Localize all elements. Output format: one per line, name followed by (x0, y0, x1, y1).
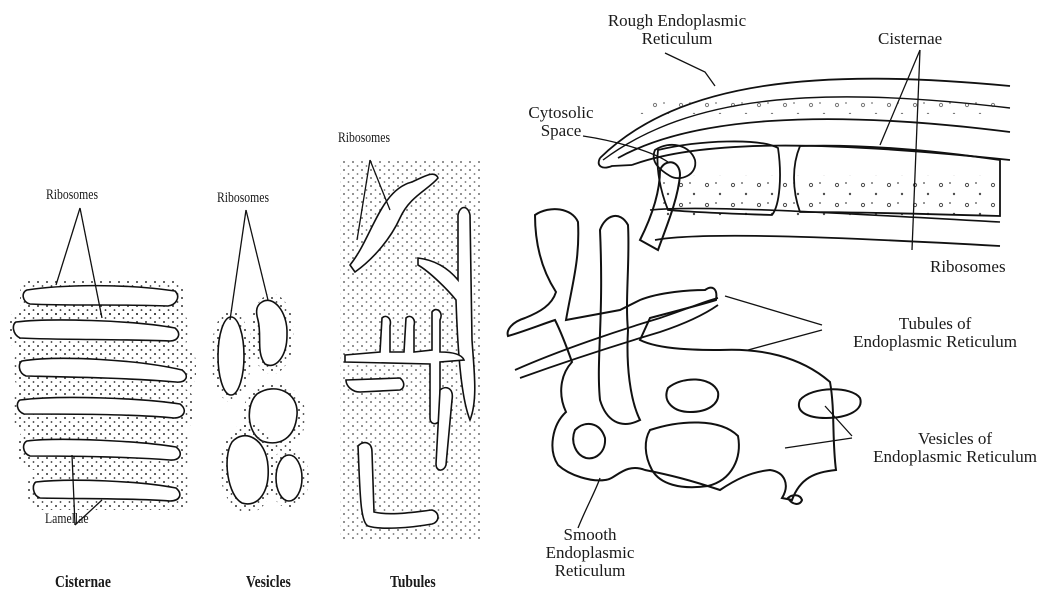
right-ribosomes-label: Ribosomes (930, 258, 1006, 276)
rough-er-drawing (599, 79, 1010, 246)
vesicles-of-er-label: Vesicles of Endoplasmic Reticulum (855, 430, 1055, 466)
tubule-crossing-lower (520, 305, 718, 378)
smooth-er-label: Smooth Endoplasmic Reticulum (540, 526, 640, 580)
vesicles-drawing (211, 210, 309, 513)
vesicles-caption: Vesicles (246, 573, 291, 591)
lamella-3 (14, 348, 196, 390)
tubules-er-label-line-1: Tubules of (835, 315, 1035, 333)
vesicle-4 (220, 423, 276, 513)
vesicle-1 (211, 310, 251, 402)
rough-er-label-line-2: Reticulum (597, 30, 757, 48)
rough-er-pointer (665, 53, 715, 86)
tubules-of-er-label: Tubules of Endoplasmic Reticulum (835, 315, 1035, 351)
cisternae-drawing (8, 208, 196, 525)
cytosolic-label-line-2: Space (522, 122, 600, 140)
cisternae-ribosomes-label: Ribosomes (46, 188, 98, 204)
cisternae-label: Cisternae (878, 30, 942, 48)
smooth-er-label-line-2: Endoplasmic (540, 544, 640, 562)
tubules-caption: Tubules (390, 573, 436, 591)
lamella-4 (12, 388, 194, 430)
rough-er-label: Rough Endoplasmic Reticulum (597, 12, 757, 48)
tubule-left (346, 378, 404, 392)
vesicles-er-label-line-1: Vesicles of (855, 430, 1055, 448)
tubules-ribosomes-label: Ribosomes (338, 131, 390, 147)
cisternae-caption: Cisternae (55, 573, 111, 591)
smooth-er-network (508, 209, 836, 500)
vesicles-ribosome-pointer-1 (230, 210, 246, 320)
smooth-er-pointer (578, 478, 600, 528)
vesicles-er-label-line-2: Endoplasmic Reticulum (855, 448, 1055, 466)
er-vesicle-2 (799, 389, 861, 418)
smooth-er-label-line-3: Reticulum (540, 562, 640, 580)
cisternae-ribosome-pointer-1 (56, 208, 80, 285)
tubules-pointer-2 (748, 330, 822, 350)
lamellae-label: Lamellae (45, 512, 89, 528)
er-vesicle-1 (666, 379, 718, 412)
lamella-2 (8, 310, 188, 350)
rough-er-label-line-1: Rough Endoplasmic (597, 12, 757, 30)
lamella-6 (28, 470, 190, 510)
lamella-1 (20, 279, 185, 315)
er-vesicle-3 (646, 422, 739, 487)
cytosolic-label-line-1: Cytosolic (522, 104, 600, 122)
tubules-pointer-1 (725, 296, 822, 325)
tubule-crossing (515, 298, 718, 370)
vesicles-pointer-1 (825, 406, 852, 436)
lamella-5 (18, 428, 190, 470)
tubules-er-label-line-2: Endoplasmic Reticulum (835, 333, 1035, 351)
vesicle-5 (269, 448, 309, 508)
er-vesicle-4 (573, 424, 605, 458)
vesicles-ribosome-pointer-2 (246, 210, 268, 300)
smooth-er-label-line-1: Smooth (540, 526, 640, 544)
vesicles-ribosomes-label: Ribosomes (217, 191, 269, 207)
smooth-er-vertical-tubule (599, 216, 640, 424)
vesicle-2 (250, 294, 294, 374)
er-tail (788, 495, 802, 504)
cytosolic-space-label: Cytosolic Space (522, 104, 600, 140)
vesicles-pointer-2 (785, 438, 852, 448)
tubules-drawing (340, 160, 480, 540)
